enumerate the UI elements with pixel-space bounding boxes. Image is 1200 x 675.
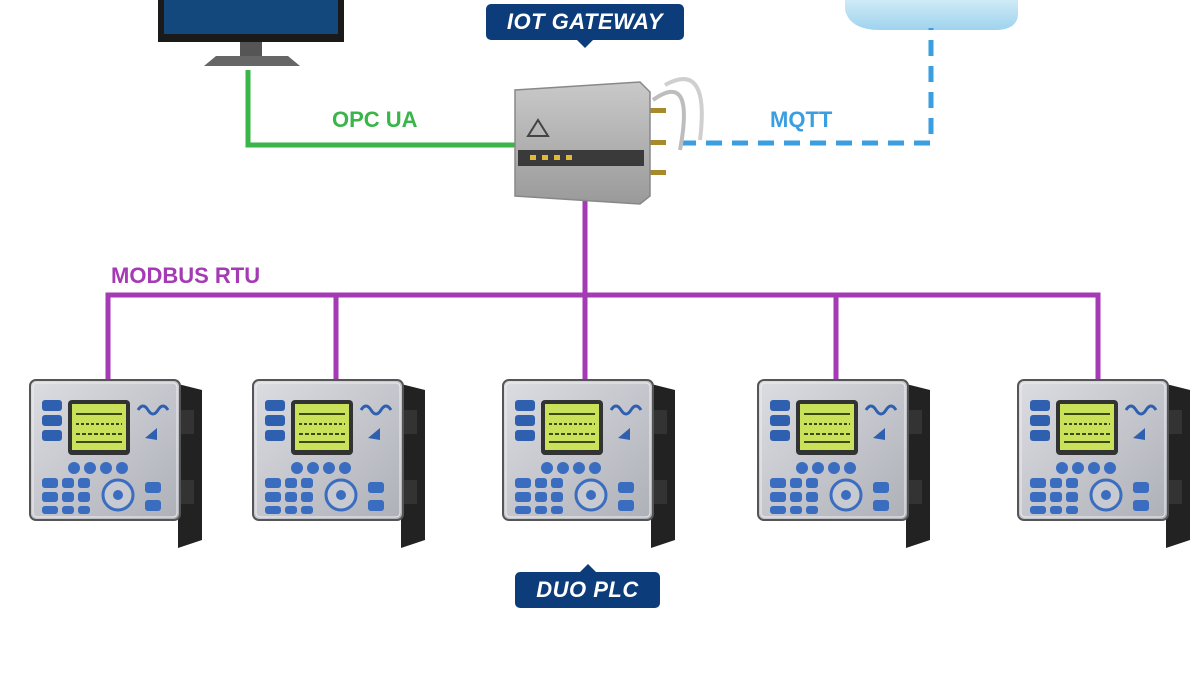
duo-plc-unit-5 bbox=[1016, 378, 1192, 550]
mqtt-line bbox=[680, 28, 934, 146]
duo-plc-unit-3 bbox=[501, 378, 677, 550]
mqtt-label: MQTT bbox=[770, 107, 833, 132]
iot-gateway-tag: IOT GATEWAY bbox=[486, 4, 684, 48]
opc-ua-label: OPC UA bbox=[332, 107, 418, 132]
duo-plc-tag: DUO PLC bbox=[515, 564, 660, 608]
monitor-icon bbox=[158, 0, 344, 66]
duo-plc-unit-2 bbox=[251, 378, 427, 550]
cloud-shape bbox=[845, 0, 1019, 30]
duo-plc-unit-4 bbox=[756, 378, 932, 550]
modbus-rtu-bus bbox=[105, 292, 1101, 380]
opc-ua-line bbox=[245, 70, 515, 148]
modbus-rtu-label: MODBUS RTU bbox=[111, 263, 261, 288]
iot-gateway-device bbox=[514, 77, 704, 205]
duo-plc-unit-1 bbox=[28, 378, 204, 550]
